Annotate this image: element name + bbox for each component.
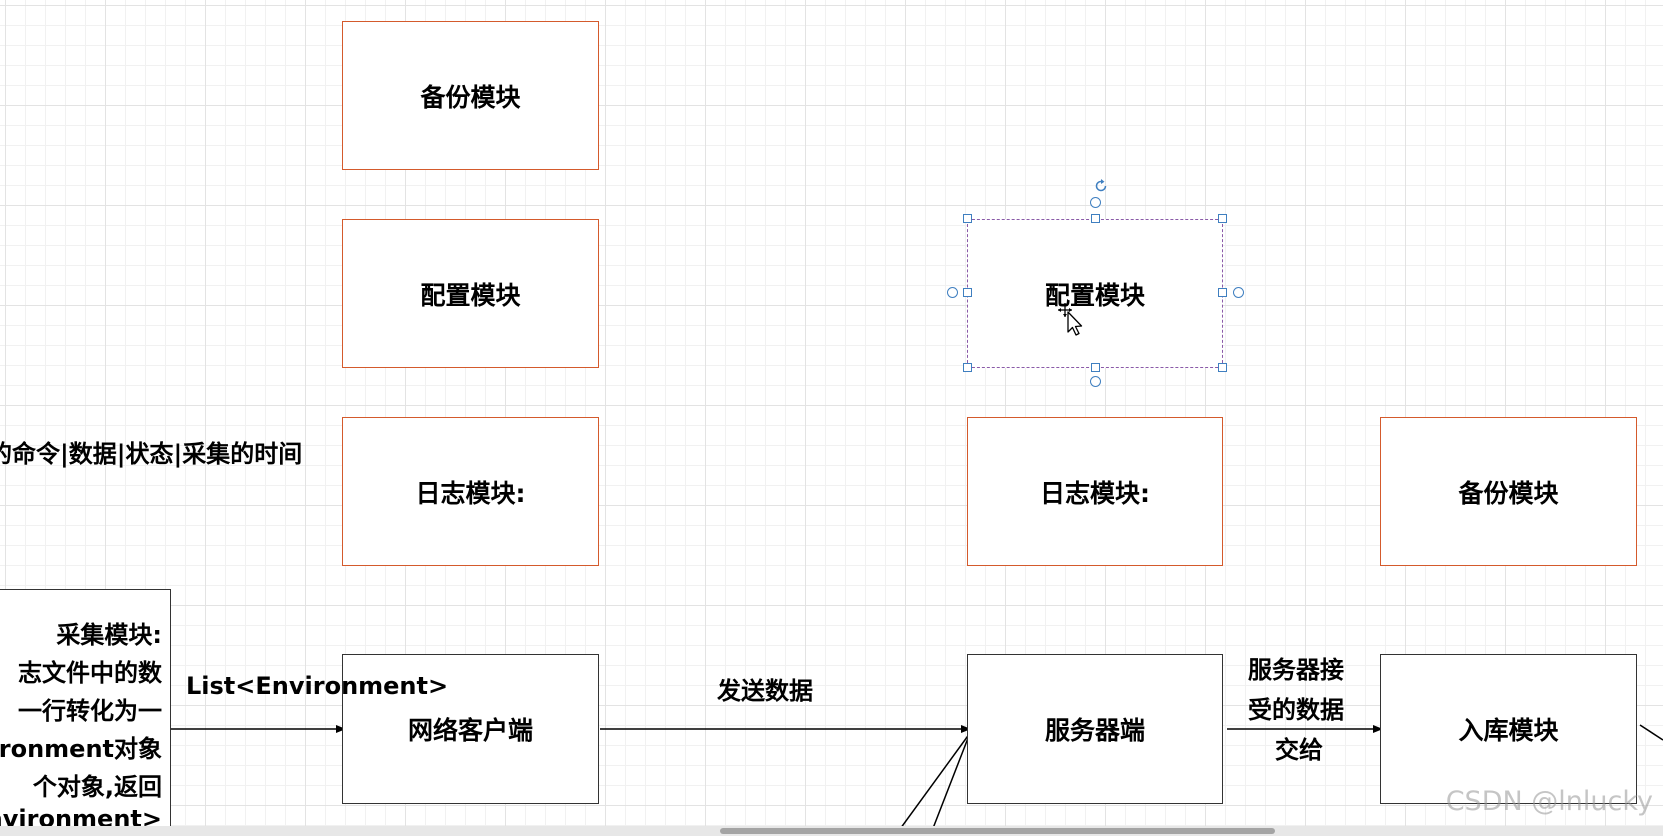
edge-storage-out[interactable]	[1639, 724, 1663, 741]
node-label: 备份模块	[1458, 478, 1559, 508]
node-label: 入库模块	[1458, 716, 1559, 745]
node-label: 日志模块:	[415, 478, 526, 508]
node-backup-top[interactable]: 备份模块	[342, 21, 599, 170]
node-log-right[interactable]: 日志模块:	[967, 417, 1223, 566]
resize-handle-s[interactable]	[1091, 363, 1100, 372]
node-label: 日志模块:	[1040, 478, 1150, 508]
collect-line-2: 志文件中的数	[18, 659, 162, 687]
collect-line-1: 采集模块:	[56, 621, 162, 649]
node-collect-module[interactable]: 采集模块: 志文件中的数 一行转化为一 ironment对象 个对象,返回 En…	[0, 589, 171, 836]
edge-label-server-hand-3[interactable]: 交给	[1275, 736, 1323, 764]
connection-point-left[interactable]	[947, 287, 958, 298]
edge-label-server-hand-1[interactable]: 服务器接	[1248, 656, 1344, 684]
collect-line-5: 个对象,返回	[32, 773, 162, 801]
collect-line-3: 一行转化为一	[18, 697, 162, 725]
rotate-icon[interactable]	[1093, 178, 1109, 194]
node-label: 配置模块	[1044, 280, 1145, 310]
collect-line-4: ironment对象	[0, 735, 162, 763]
edge-incoming-1[interactable]	[894, 732, 971, 836]
resize-handle-sw[interactable]	[963, 363, 972, 372]
node-server-side[interactable]: 服务器端	[967, 654, 1223, 804]
node-label: 备份模块	[420, 82, 521, 112]
node-label: 配置模块	[420, 280, 521, 310]
csdn-watermark: CSDN @lnlucky	[1445, 786, 1653, 817]
resize-handle-e[interactable]	[1218, 288, 1227, 297]
resize-handle-ne[interactable]	[1218, 214, 1227, 223]
node-config-left[interactable]: 配置模块	[342, 219, 599, 368]
node-backup-right[interactable]: 备份模块	[1380, 417, 1637, 566]
partial-field-text[interactable]: 的命令|数据|状态|采集的时间	[0, 440, 303, 468]
connection-point-bottom[interactable]	[1090, 376, 1101, 387]
edge-incoming-2[interactable]	[929, 732, 971, 836]
resize-handle-nw[interactable]	[963, 214, 972, 223]
resize-handle-w[interactable]	[963, 288, 972, 297]
node-label: 服务器端	[1044, 716, 1145, 745]
horizontal-scrollbar-thumb[interactable]	[720, 828, 1275, 834]
edge-label-server-hand-2[interactable]: 受的数据	[1248, 696, 1344, 724]
node-label: 网络客户端	[407, 716, 533, 745]
connection-point-top[interactable]	[1090, 197, 1101, 208]
node-storage[interactable]: 入库模块	[1380, 654, 1637, 804]
resize-handle-se[interactable]	[1218, 363, 1227, 372]
edge-label-list-environment[interactable]: List<Environment>	[186, 672, 449, 700]
edge-label-send-data[interactable]: 发送数据	[717, 677, 813, 705]
connection-point-right[interactable]	[1233, 287, 1244, 298]
node-config-selected[interactable]: 配置模块	[967, 219, 1223, 368]
resize-handle-n[interactable]	[1091, 214, 1100, 223]
node-network-client[interactable]: 网络客户端	[342, 654, 599, 804]
node-log-left[interactable]: 日志模块:	[342, 417, 599, 566]
move-cursor-icon	[1058, 303, 1083, 336]
